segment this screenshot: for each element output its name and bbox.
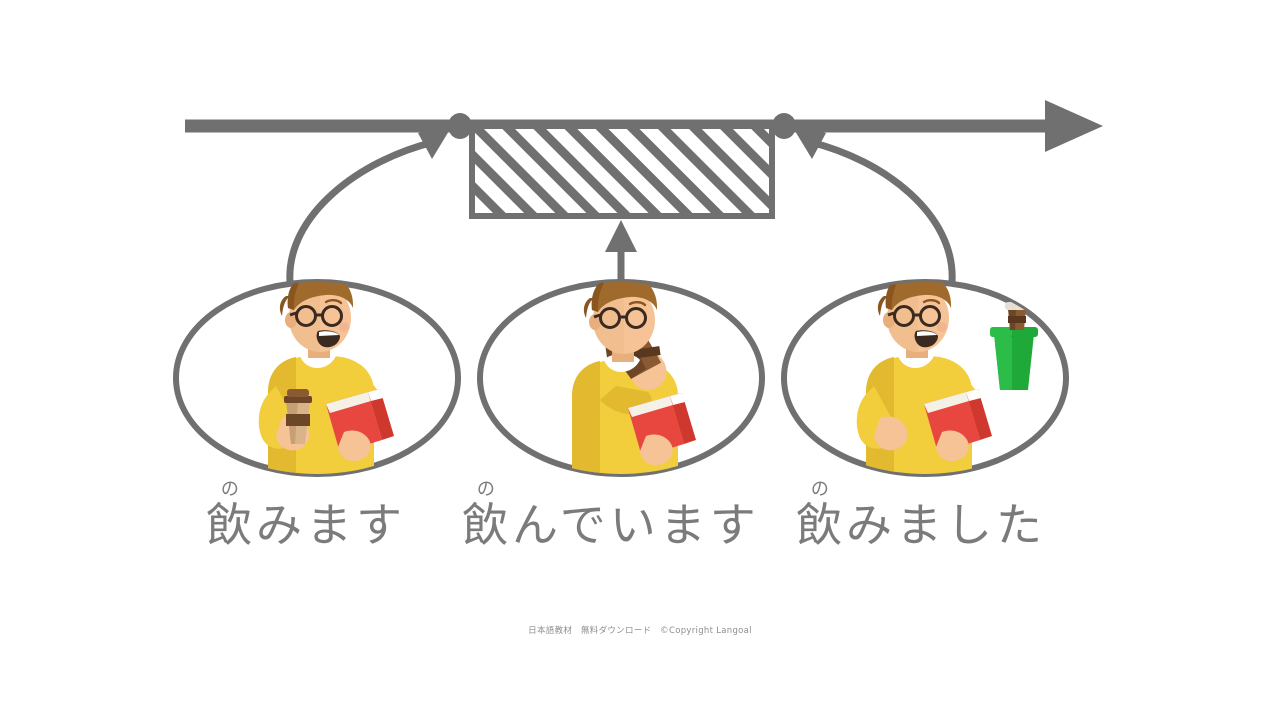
scene-1-furigana: の [220, 479, 239, 500]
scene-3-ruby-wrap: の 飲みました [796, 481, 1046, 549]
connector-arrow-right [792, 126, 956, 286]
scene-1-ruby-wrap: の 飲みます [206, 481, 406, 549]
glasses-icon [289, 305, 343, 327]
glasses-icon [887, 305, 941, 327]
scene-2-label: の 飲んでいます [462, 481, 760, 549]
scene-3-illustration [856, 282, 1038, 474]
scene-2-bubble[interactable] [477, 276, 765, 477]
glasses-icon [593, 307, 647, 329]
connector-arrow-left [286, 126, 452, 286]
scene-labels: の 飲みます の 飲んでいます の 飲みました [0, 480, 1280, 550]
book-icon [924, 389, 992, 453]
scene-2-ruby-wrap: の 飲んでいます [462, 481, 760, 549]
coffee-cup-icon [284, 389, 312, 444]
scene-3-bubble[interactable] [781, 274, 1069, 477]
scene-1-label-text: 飲みます [206, 498, 406, 552]
trash-bin-icon [990, 302, 1038, 390]
scene-2-furigana: の [476, 479, 495, 500]
end-dot [772, 113, 796, 139]
scene-1-label: の 飲みます [206, 481, 406, 549]
scene-1-illustration [258, 282, 394, 474]
book-icon [628, 393, 696, 457]
scene-2-illustration [572, 282, 696, 474]
footer-credit: 日本語教材 無料ダウンロード ©Copyright Langoal [528, 626, 752, 636]
scene-3-furigana: の [810, 479, 829, 500]
connector-arrow-middle [605, 220, 637, 282]
scene-2-label-text: 飲んでいます [462, 498, 760, 552]
start-dot [448, 113, 472, 139]
book-icon [326, 389, 394, 453]
scene-1-bubble[interactable] [173, 274, 461, 477]
scene-3-label-text: 飲みました [796, 498, 1046, 552]
progressive-duration-box [469, 123, 775, 219]
scene-3-label: の 飲みました [796, 481, 1046, 549]
time-arrow-head [1045, 100, 1103, 152]
